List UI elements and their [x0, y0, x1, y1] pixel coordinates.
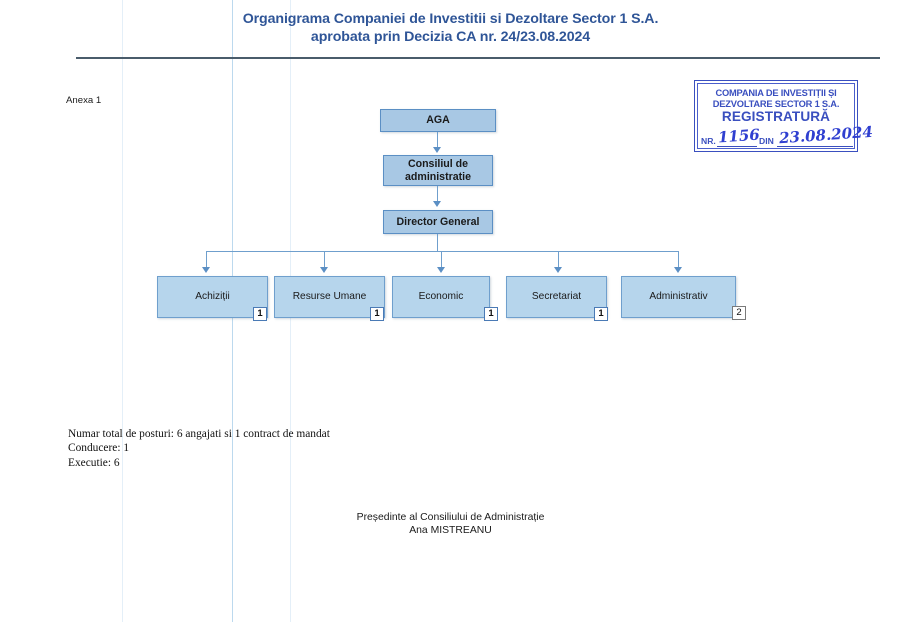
headcount-badge-achizitii: 1: [253, 307, 267, 321]
document-title: Organigrama Companiei de Investitii si D…: [0, 11, 901, 46]
connector-drop-achizitii: [206, 251, 208, 269]
org-node-consiliul-de-administratie[interactable]: Consiliul de administratie: [383, 155, 493, 186]
arrow-to-achizitii: [202, 267, 210, 273]
arrow-to-secretariat: [554, 267, 562, 273]
connector-drop-economic: [441, 251, 443, 269]
org-node-administrativ[interactable]: Administrativ: [621, 276, 736, 318]
summary-management: Conducere: 1: [68, 442, 130, 455]
header-divider: [76, 57, 880, 59]
registry-stamp: COMPANIA DE INVESTIȚII ȘI DEZVOLTARE SEC…: [694, 80, 873, 152]
arrow-to-economic: [437, 267, 445, 273]
org-node-resurse-umane[interactable]: Resurse Umane: [274, 276, 385, 318]
stamp-registratura-label: REGISTRATURĂ: [721, 109, 831, 124]
connector-aga-to-ca: [437, 132, 439, 149]
arrow-to-resurse-umane: [320, 267, 328, 273]
org-node-economic[interactable]: Economic: [392, 276, 490, 318]
connector-dg-to-bus: [437, 234, 439, 252]
connector-drop-administrativ: [678, 251, 680, 269]
summary-total-posts: Numar total de posturi: 6 angajati si 1 …: [68, 428, 330, 440]
staffing-summary: Numar total de posturi: 6 angajati si 1 …: [68, 427, 330, 470]
title-line-1: Organigrama Companiei de Investitii si D…: [242, 11, 659, 27]
summary-execution: Executie: 6: [68, 456, 120, 469]
connector-bus-horizontal: [206, 251, 679, 253]
stamp-entry-row: NR. DIN 1156 23.08.2024: [701, 123, 873, 149]
stamp-nr-underline: [717, 146, 757, 147]
signature-name: Ana MISTREANU: [409, 525, 492, 536]
arrow-ca-to-dg: [433, 201, 441, 207]
annex-label: Anexa 1: [66, 95, 102, 106]
signature-role: Președinte al Consiliului de Administraț…: [356, 512, 545, 523]
signature-block: Președinte al Consiliului de Administraț…: [0, 511, 901, 537]
arrow-aga-to-ca: [433, 147, 441, 153]
stamp-inner-border: [697, 83, 855, 149]
stamp-din-underline: [777, 146, 853, 147]
org-node-director-general[interactable]: Director General: [383, 210, 493, 234]
org-node-secretariat[interactable]: Secretariat: [506, 276, 607, 318]
stamp-company-line-1: COMPANIA DE INVESTIȚII ȘI: [715, 88, 837, 98]
connector-drop-resurse-umane: [324, 251, 326, 269]
stamp-nr-label: NR.: [701, 136, 716, 146]
headcount-badge-economic: 1: [484, 307, 498, 321]
stamp-din-label: DIN: [759, 136, 774, 146]
stamp-nr-handwritten-value: 1156: [717, 125, 761, 147]
headcount-badge-secretariat: 1: [594, 307, 608, 321]
headcount-badge-administrativ: 2: [732, 306, 746, 320]
connector-drop-secretariat: [558, 251, 560, 269]
org-node-aga[interactable]: AGA: [380, 109, 496, 132]
org-node-achizitii[interactable]: Achiziții: [157, 276, 268, 318]
connector-ca-to-dg: [437, 186, 439, 203]
headcount-badge-resurse-umane: 1: [370, 307, 384, 321]
stamp-company-line-2: DEZVOLTARE SECTOR 1 S.A.: [712, 99, 840, 109]
title-line-2: aprobata prin Decizia CA nr. 24/23.08.20…: [310, 28, 591, 45]
page-guide-line-left: [122, 0, 123, 622]
arrow-to-administrativ: [674, 267, 682, 273]
